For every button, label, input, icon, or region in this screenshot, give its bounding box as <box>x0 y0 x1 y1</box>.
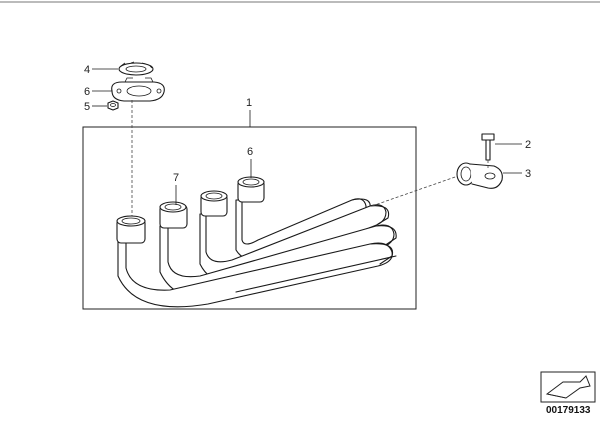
svg-text:6: 6 <box>247 146 253 158</box>
callout-3: 3 <box>503 168 531 180</box>
assembly-box <box>82 126 417 310</box>
alignment-line-clamp <box>371 175 459 207</box>
clamp-bracket <box>456 162 503 189</box>
callout-5: 5 <box>84 101 107 113</box>
reference-number: 00179133 <box>546 405 591 416</box>
flange-nut <box>107 100 119 111</box>
callout-6-top: 6 <box>84 86 112 98</box>
svg-text:6: 6 <box>84 86 90 98</box>
svg-text:3: 3 <box>525 168 531 180</box>
callout-2: 2 <box>495 139 531 151</box>
svg-text:2: 2 <box>525 139 531 151</box>
clamp-bolt <box>481 133 495 168</box>
mounting-flange <box>111 77 165 102</box>
svg-text:5: 5 <box>84 101 90 113</box>
callout-1: 1 <box>246 97 252 127</box>
svg-text:4: 4 <box>84 64 90 76</box>
svg-text:1: 1 <box>246 97 252 109</box>
gasket-ring <box>118 61 154 76</box>
folded-page-arrow-icon <box>540 371 596 403</box>
pipe-3 <box>199 190 390 282</box>
callout-6-pipe: 6 <box>247 146 253 178</box>
callout-4: 4 <box>84 64 118 76</box>
svg-text:7: 7 <box>173 172 179 184</box>
pipe-1 <box>116 215 397 308</box>
callout-7: 7 <box>173 172 179 205</box>
